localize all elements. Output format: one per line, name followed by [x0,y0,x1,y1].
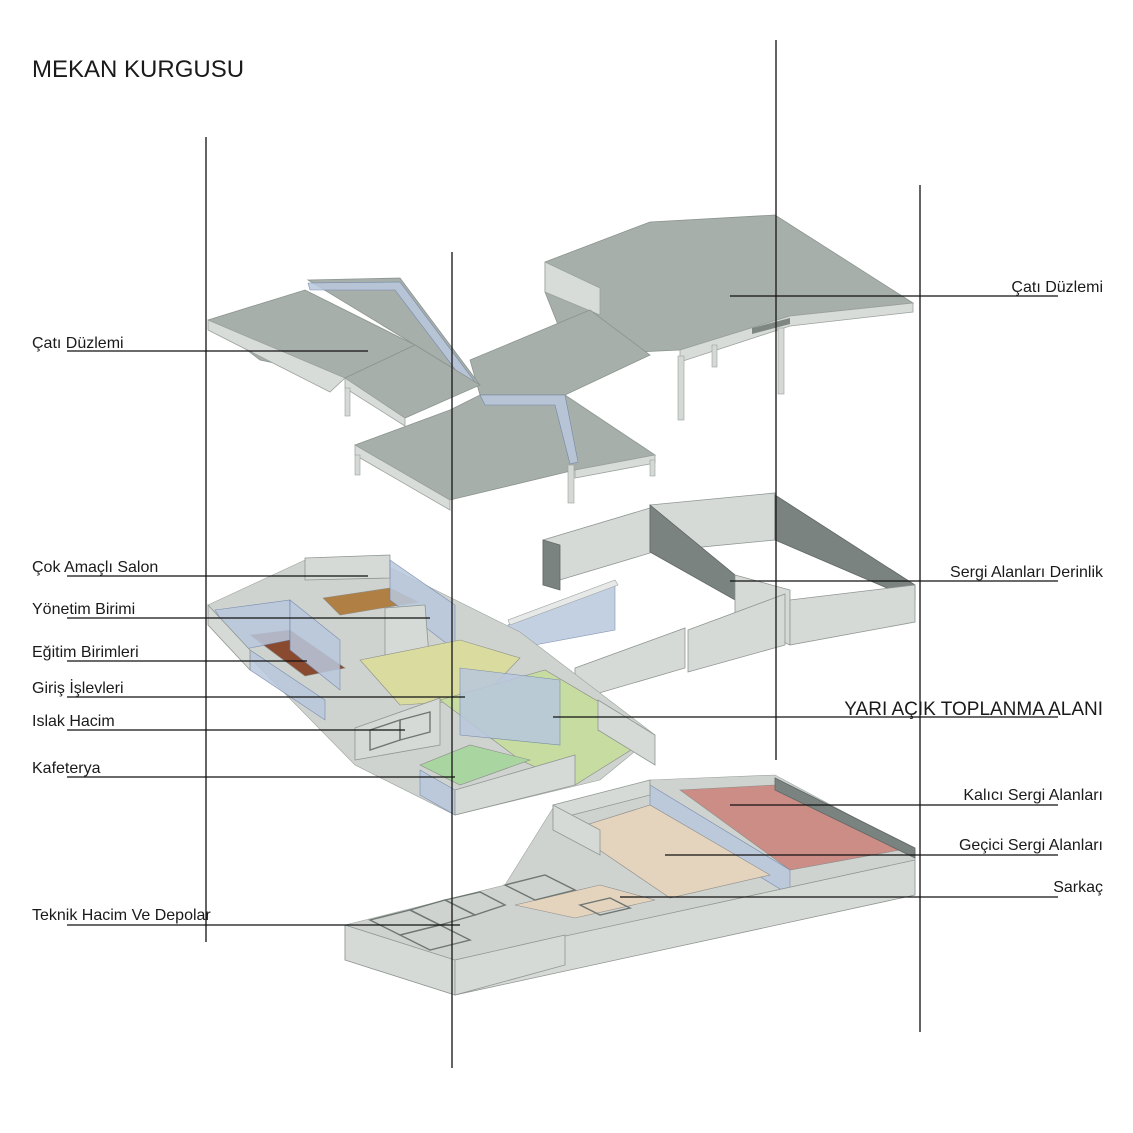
label-yonetim-birimi: Yönetim Birimi [32,601,135,618]
label-sarkac: Sarkaç [1053,879,1103,896]
label-yari-acik: YARI AÇIK TOPLANMA ALANI [844,699,1103,720]
vertical-axes [205,40,921,1068]
gecici-floor [569,804,771,899]
label-kafeterya: Kafeterya [32,760,101,777]
label-sergi-derinlik: Sergi Alanları Derinlik [950,564,1104,581]
label-cati-duzlemi-left: Çatı Düzlemi [32,335,124,352]
kafeterya-floor [419,744,532,786]
ground-level [207,554,656,816]
label-cati-duzlemi-right: Çatı Düzlemi [1011,279,1103,296]
label-giris-islevleri: Giriş İşlevleri [32,678,124,697]
label-gecici-sergi: Geçici Sergi Alanları [959,837,1103,854]
label-egitim-birimleri: Eğitim Birimleri [32,644,139,661]
diagram-title: MEKAN KURGUSU [32,56,244,83]
label-cok-amacli-salon: Çok Amaçlı Salon [32,559,158,576]
label-islak-hacim: Islak Hacim [32,713,115,730]
labels: Çatı Düzlemi Çatı Düzlemi Çok Amaçlı Sal… [32,279,1104,924]
basement-level [344,774,916,996]
roof-level [207,214,915,511]
exhibition-walls [507,492,916,701]
label-teknik-hacim: Teknik Hacim Ve Depolar [32,907,211,924]
leader-lines [67,295,1058,926]
label-kalici-sergi: Kalıcı Sergi Alanları [963,787,1103,804]
sarkac-floor [514,884,656,919]
